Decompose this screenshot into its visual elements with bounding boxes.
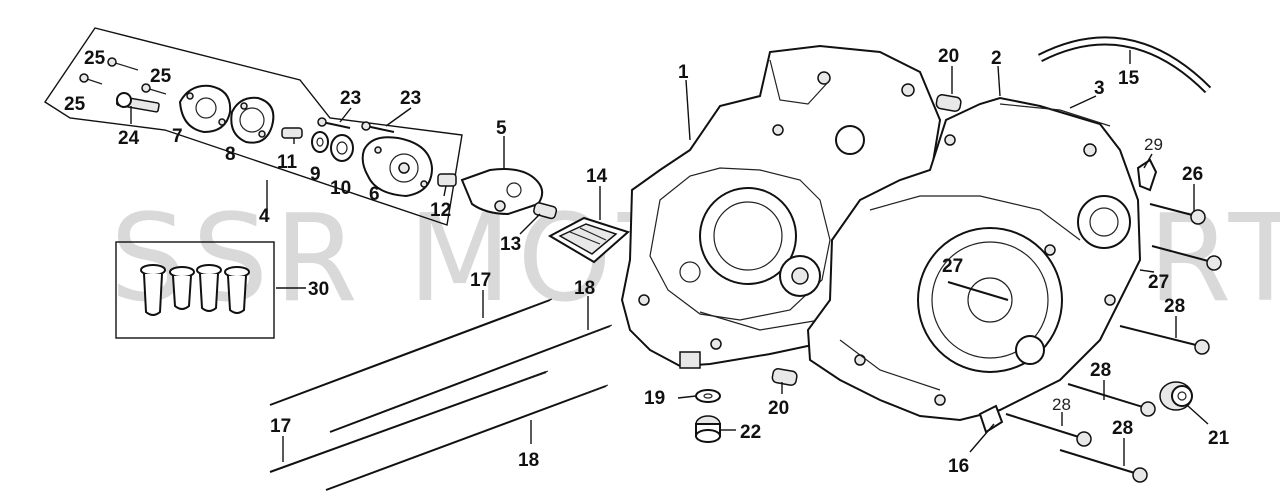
callout-25-a: 25: [84, 48, 106, 69]
drain-bolt-22: [695, 415, 721, 443]
bolt-26: [1149, 203, 1206, 225]
callout-labels: 1 2 3 4 5 6 7 8 9 10 11 12 13 14 15 16 1…: [64, 46, 1230, 477]
breather-hose-15: [1037, 36, 1212, 94]
strainer-bracket-5: [460, 168, 544, 216]
callout-25-c: 25: [64, 94, 86, 115]
callout-3: 3: [1094, 78, 1105, 99]
collar-30-b: [169, 266, 195, 310]
callout-27-a: 27: [942, 256, 963, 277]
callout-30: 30: [308, 279, 329, 300]
callout-14: 14: [586, 166, 608, 187]
bolt-28-c: [1005, 413, 1092, 447]
stud-18-lower: [325, 384, 609, 491]
callout-29: 29: [1144, 135, 1163, 154]
callout-27-b: 27: [1148, 272, 1169, 293]
cover-7: [178, 84, 232, 134]
callout-1: 1: [678, 62, 689, 83]
callout-11: 11: [277, 152, 298, 173]
screw-25-b: [141, 83, 167, 95]
collar-21: [1159, 381, 1193, 411]
callout-5: 5: [496, 118, 507, 139]
callout-28-a: 28: [1164, 296, 1185, 317]
callout-18-upper: 18: [574, 278, 595, 299]
screw-23-b: [361, 121, 395, 133]
callout-24: 24: [118, 128, 140, 149]
callout-19: 19: [644, 388, 665, 409]
bolt-27: [1151, 245, 1222, 271]
crankcase-right-2: [806, 96, 1142, 422]
callout-10: 10: [330, 178, 351, 199]
callout-16: 16: [948, 456, 969, 477]
screw-25-a: [107, 57, 139, 71]
callout-20-lower: 20: [768, 398, 789, 419]
callout-8: 8: [225, 144, 236, 165]
clip-29: [1136, 158, 1158, 192]
callout-23-b: 23: [400, 88, 421, 109]
callout-28-c: 28: [1052, 395, 1071, 414]
gasket-8: [230, 96, 275, 144]
callout-6: 6: [369, 184, 380, 205]
screw-23-a: [317, 117, 351, 129]
bolt-28-a: [1119, 325, 1210, 355]
callout-17-upper: 17: [470, 270, 491, 291]
callout-22: 22: [740, 422, 761, 443]
callout-20-upper: 20: [938, 46, 959, 67]
callout-26: 26: [1182, 164, 1203, 185]
callout-4: 4: [259, 206, 270, 227]
pump-body-6: [361, 136, 434, 198]
filter-screen-14: [547, 216, 630, 264]
callout-21: 21: [1208, 428, 1230, 449]
collar-30-c: [196, 264, 222, 312]
plate-16: [978, 404, 1004, 434]
callout-25-b: 25: [150, 66, 172, 87]
callout-28-d: 28: [1112, 418, 1133, 439]
callout-2: 2: [991, 48, 1002, 69]
gasket-3: [999, 103, 1111, 127]
seal-10: [330, 134, 354, 162]
callout-12: 12: [430, 200, 451, 221]
stud-18-upper: [329, 324, 613, 433]
collar-30-a: [140, 264, 166, 316]
oring-9: [311, 131, 329, 153]
callout-17-lower: 17: [270, 416, 291, 437]
callout-18-lower: 18: [518, 450, 539, 471]
washer-19: [695, 389, 721, 403]
callout-28-b: 28: [1090, 360, 1111, 381]
dowel-20-lower: [771, 368, 798, 386]
callout-9: 9: [310, 164, 321, 185]
stud-17-lower: [269, 370, 549, 473]
set-30-box: [115, 241, 275, 339]
callout-15: 15: [1118, 68, 1140, 89]
callout-23-a: 23: [340, 88, 361, 109]
leader-lines: [130, 50, 1209, 466]
dowel-20-upper: [935, 94, 962, 112]
bolt-24: [116, 92, 160, 113]
cover-group-panel: [44, 27, 463, 226]
bolt-28-b: [1067, 383, 1156, 417]
callout-7: 7: [172, 126, 183, 147]
stud-17-upper: [269, 298, 553, 406]
screw-25-c: [79, 73, 103, 85]
plug-12: [437, 173, 457, 187]
callout-13: 13: [500, 234, 521, 255]
bolt-28-d: [1059, 449, 1148, 483]
collar-30-d: [224, 266, 250, 314]
pin-11: [281, 127, 303, 139]
